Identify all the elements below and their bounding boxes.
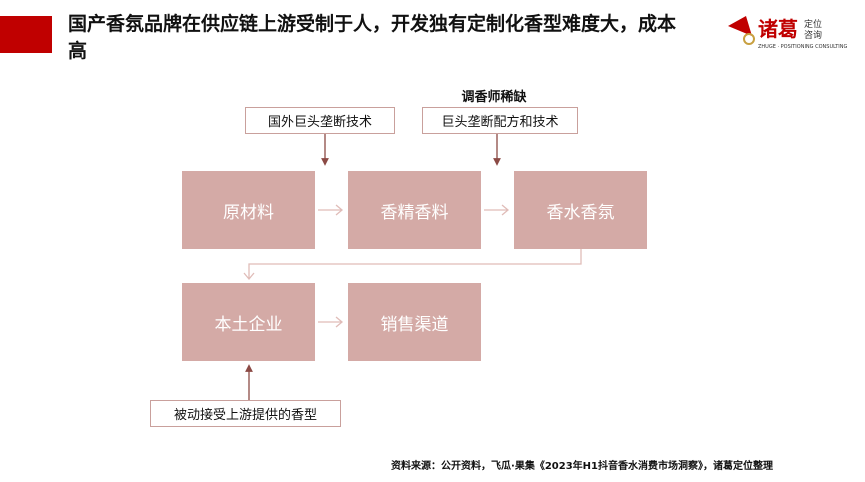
node-sales-channels: 销售渠道 [348,283,481,361]
source-footnote: 资料来源：公开资料，飞瓜·果集《2023年H1抖音香水消费市场洞察》，诸葛定位整… [391,461,773,472]
arrow-right-2 [484,204,510,216]
arrow-right-1 [318,204,344,216]
node-local-companies: 本土企业 [182,283,315,361]
node-raw-materials: 原材料 [182,171,315,249]
note-perfumer-shortage: 调香师稀缺 [461,90,527,105]
label-passive-acceptance: 被动接受上游提供的香型 [150,400,341,427]
label-formula-monopoly: 巨头垄断配方和技术 [422,107,578,134]
logo: 诸葛 定位 咨询 ZHUGE · POSITIONING CONSULTING [726,12,856,52]
node-perfume: 香水香氛 [514,171,647,249]
title-accent-bar [0,16,52,53]
fan-logo-icon: 诸葛 定位 咨询 ZHUGE · POSITIONING CONSULTING [728,16,847,50]
page-title: 国产香氛品牌在供应链上游受制于人，开发独有定制化香型难度大，成本高 [68,13,677,62]
label-foreign-monopoly: 国外巨头垄断技术 [245,107,395,134]
arrow-return [243,249,582,281]
svg-text:咨询: 咨询 [804,29,822,41]
svg-text:诸葛: 诸葛 [758,17,798,41]
svg-text:定位: 定位 [804,18,822,30]
node-fragrance-essence: 香精香料 [348,171,481,249]
arrow-right-3 [318,316,344,328]
svg-text:ZHUGE · POSITIONING CONSULTING: ZHUGE · POSITIONING CONSULTING [758,44,847,50]
